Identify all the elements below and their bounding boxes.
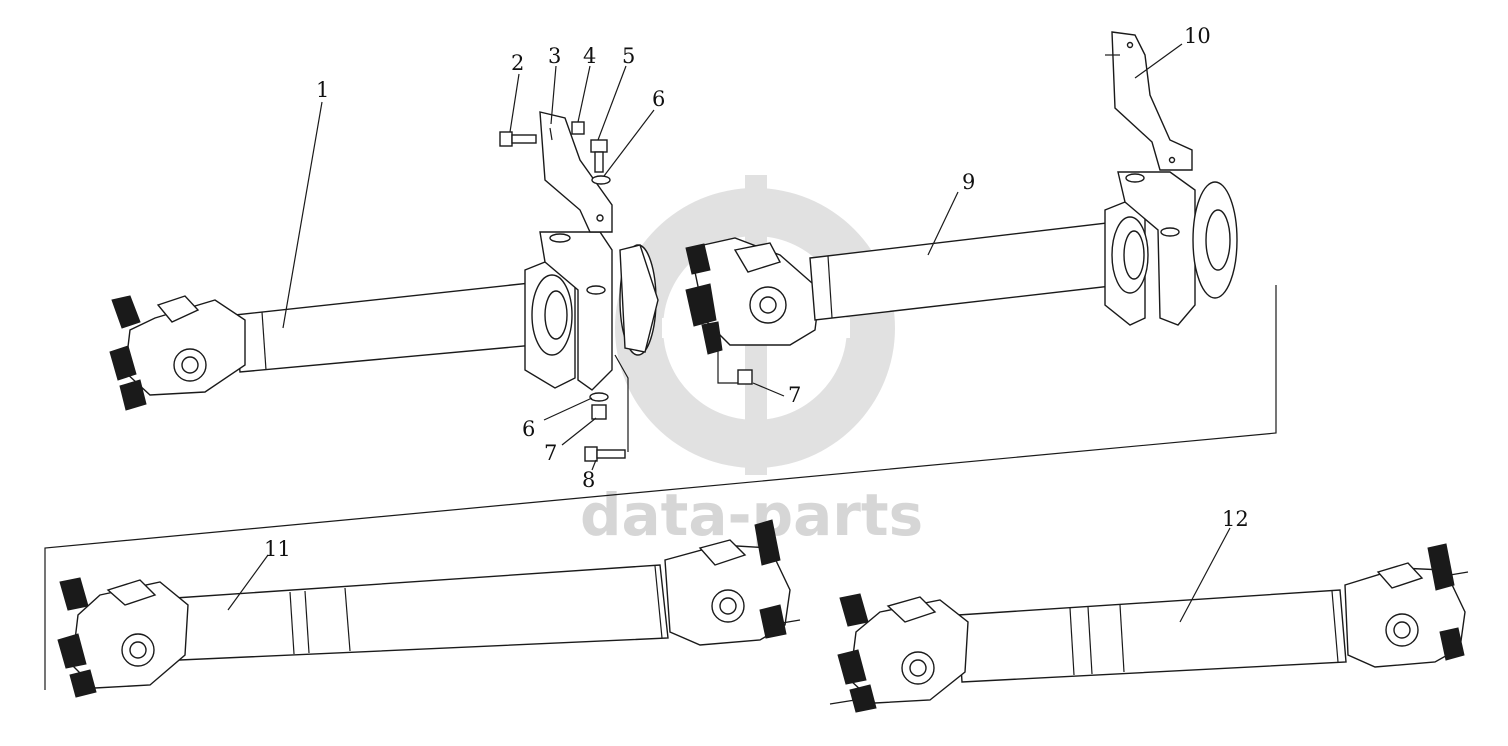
bolt-5 xyxy=(590,139,608,173)
callout-2: 2 xyxy=(511,51,524,75)
propeller-shaft-1 xyxy=(109,282,536,411)
center-bearing-support-left xyxy=(524,231,659,391)
universal-joint-middle xyxy=(685,237,821,355)
bolt-8-leader xyxy=(614,354,629,452)
callout-8: 8 xyxy=(582,468,595,492)
watermark-text: data-parts xyxy=(580,481,923,549)
callout-5: 5 xyxy=(622,44,635,68)
callout-6-top: 6 xyxy=(652,87,665,111)
propeller-shaft-12 xyxy=(829,543,1469,713)
callout-6-bottom: 6 xyxy=(522,417,535,441)
callout-9: 9 xyxy=(962,170,975,194)
bolt-8 xyxy=(584,446,626,462)
callout-10: 10 xyxy=(1184,24,1211,48)
callout-1: 1 xyxy=(316,78,329,102)
leader-lines xyxy=(227,43,1231,623)
nut-7-middle xyxy=(737,369,753,385)
washer-6-bottom xyxy=(589,392,609,402)
nut-4 xyxy=(571,121,585,135)
propeller-shaft-11 xyxy=(57,519,801,698)
bolt-2 xyxy=(499,131,537,147)
callout-12: 12 xyxy=(1222,507,1249,531)
washer-6-top xyxy=(591,175,611,185)
nut-7-middle-leader xyxy=(717,345,738,384)
nut-7-bottom xyxy=(591,404,607,420)
assembly-outline xyxy=(44,285,1277,690)
callout-7-middle: 7 xyxy=(788,383,801,407)
callout-labels: 1 2 3 4 5 6 6 7 8 7 9 10 11 12 xyxy=(264,24,1249,561)
callout-3: 3 xyxy=(548,44,561,68)
center-bearing-support-right xyxy=(1104,171,1238,326)
mounting-bracket-10 xyxy=(1105,31,1193,171)
mounting-bracket-3 xyxy=(539,111,613,233)
callout-7-bottom: 7 xyxy=(544,441,557,465)
callout-11: 11 xyxy=(264,537,291,561)
callout-4: 4 xyxy=(583,44,596,68)
